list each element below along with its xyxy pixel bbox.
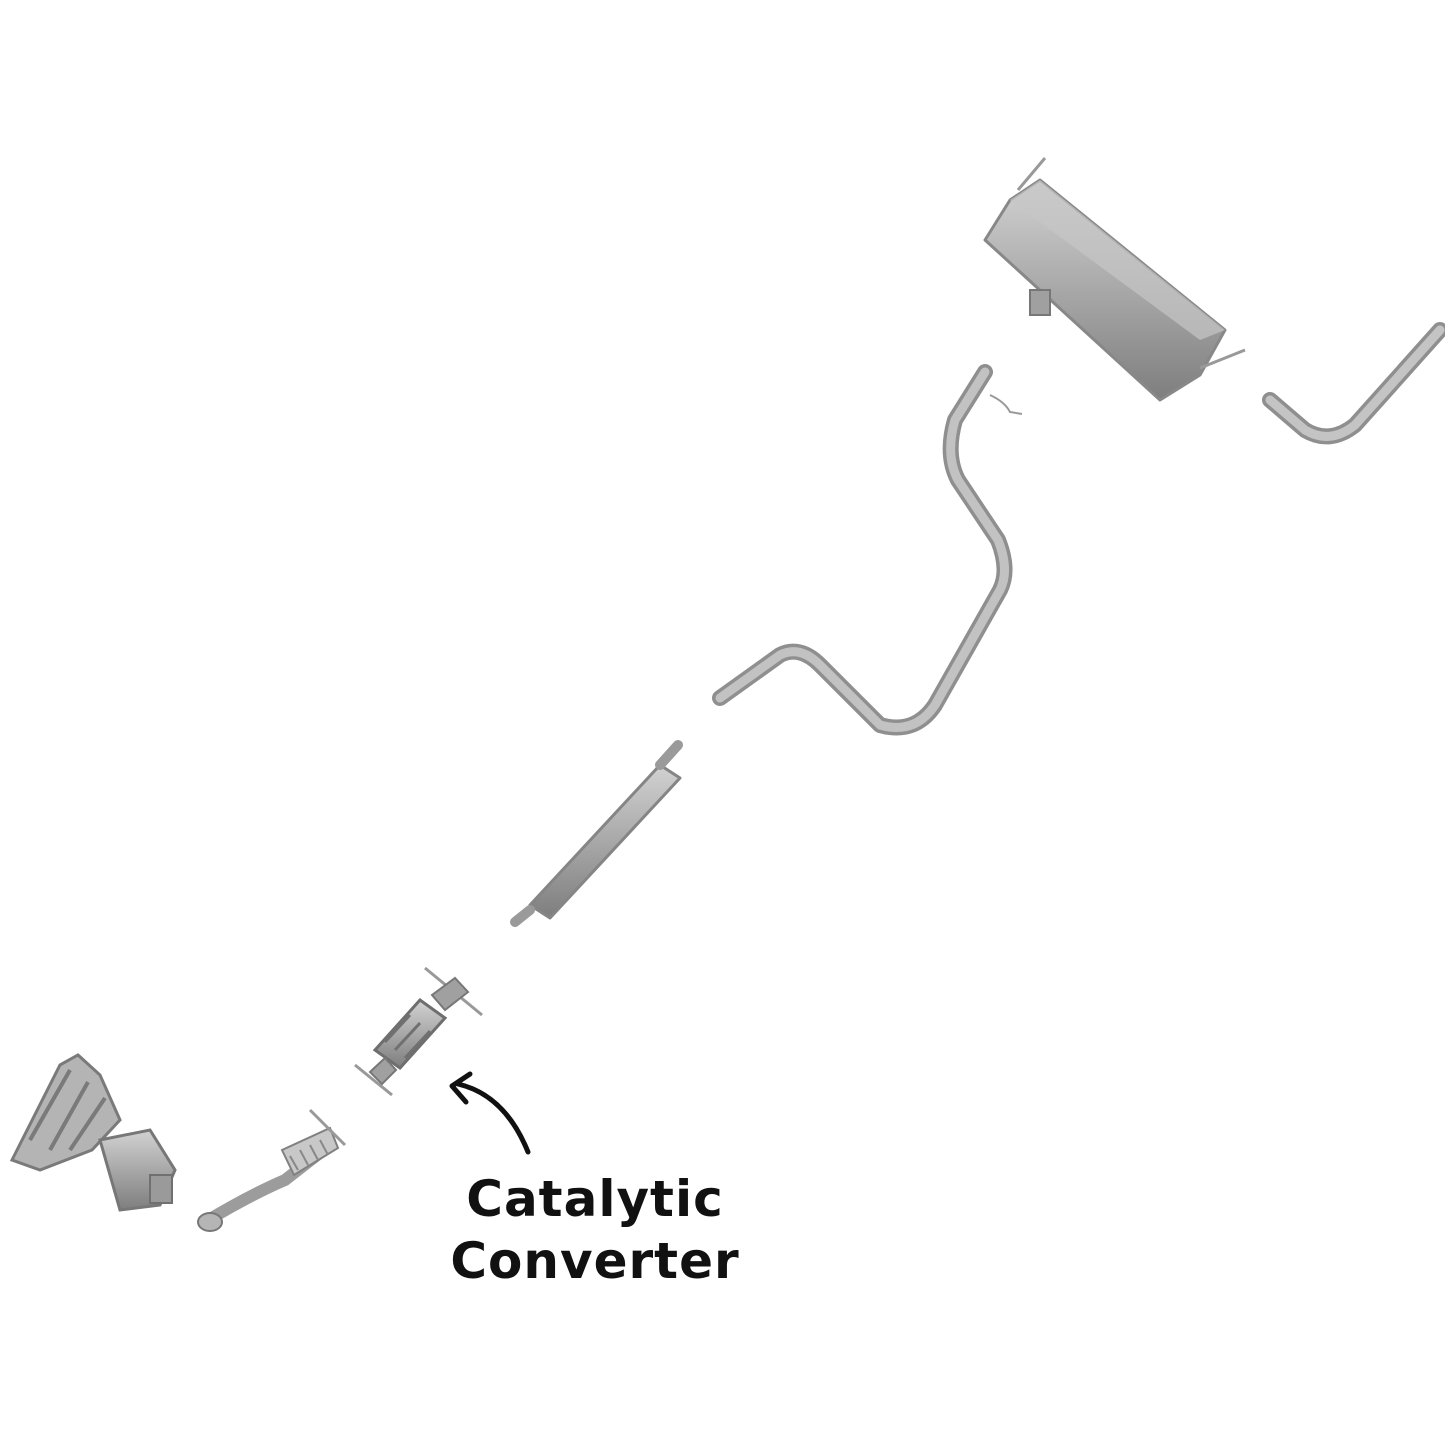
tailpipe (1262, 322, 1445, 445)
catalytic-converter (354, 966, 483, 1097)
label-line-2: Converter (450, 1232, 740, 1290)
callout-arrow (449, 1071, 531, 1155)
catalytic-converter-label: Catalytic Converter (420, 1168, 770, 1292)
rear-muffler (983, 157, 1246, 402)
resonator (510, 740, 683, 927)
label-line-1: Catalytic (466, 1170, 724, 1228)
exhaust-manifold (9, 1053, 177, 1212)
intermediate-pipe (712, 364, 1023, 736)
flex-pipe (197, 1108, 347, 1232)
